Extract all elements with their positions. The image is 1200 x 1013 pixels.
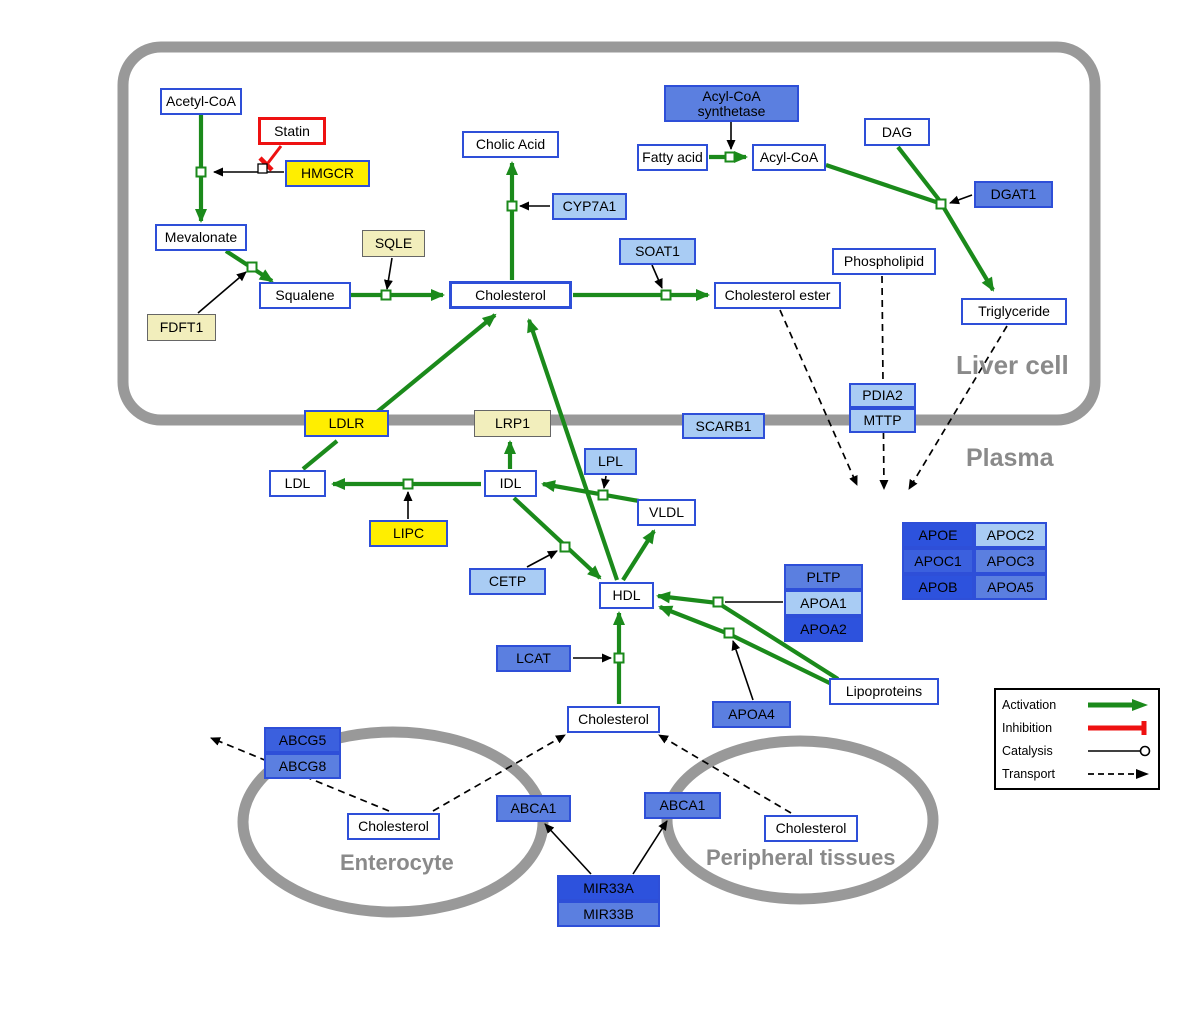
node-apoa2[interactable]: APOA2	[784, 616, 863, 642]
legend-transport-label: Transport	[1002, 766, 1056, 781]
node-cholic-acid[interactable]: Cholic Acid	[462, 131, 559, 158]
legend-row-inhibition: Inhibition	[1002, 716, 1152, 739]
node-cholesterol-plasma[interactable]: Cholesterol	[567, 706, 660, 733]
enterocyte-membrane	[237, 726, 549, 918]
plasma-label: Plasma	[966, 444, 1054, 472]
catalysis-circle-icon	[1088, 745, 1151, 756]
node-pltp[interactable]: PLTP	[784, 564, 863, 590]
node-apoc1[interactable]: APOC1	[902, 548, 974, 574]
node-cholesterol-enterocyte[interactable]: Cholesterol	[347, 813, 440, 840]
node-abca1-peripheral[interactable]: ABCA1	[644, 792, 721, 819]
node-apoa5[interactable]: APOA5	[974, 574, 1047, 600]
node-squalene[interactable]: Squalene	[259, 282, 351, 309]
node-apoe[interactable]: APOE	[902, 522, 974, 548]
node-ldl[interactable]: LDL	[269, 470, 326, 497]
node-abca1-enterocyte[interactable]: ABCA1	[496, 795, 571, 822]
node-apoc2[interactable]: APOC2	[974, 522, 1047, 548]
node-sqle[interactable]: SQLE	[362, 230, 425, 257]
node-cholesterol-peripheral[interactable]: Cholesterol	[764, 815, 858, 842]
peripheral-tissues-label: Peripheral tissues	[706, 845, 896, 870]
node-lipc[interactable]: LIPC	[369, 520, 448, 547]
node-lrp1[interactable]: LRP1	[474, 410, 551, 437]
liver-cell-membrane	[117, 41, 1101, 426]
node-apoa4[interactable]: APOA4	[712, 701, 791, 728]
legend-catalysis-label: Catalysis	[1002, 743, 1053, 758]
node-cyp7a1[interactable]: CYP7A1	[552, 193, 627, 220]
node-fatty-acid[interactable]: Fatty acid	[637, 144, 708, 171]
transport-arrow-icon	[1088, 768, 1149, 779]
node-abcg8[interactable]: ABCG8	[264, 753, 341, 779]
node-scarb1[interactable]: SCARB1	[682, 413, 765, 439]
node-cholesterol-liver[interactable]: Cholesterol	[449, 281, 572, 309]
node-ldlr[interactable]: LDLR	[304, 410, 389, 437]
node-abcg5[interactable]: ABCG5	[264, 727, 341, 753]
node-acyl-coa-synthetase[interactable]: Acyl-CoA synthetase	[664, 85, 799, 122]
node-soat1[interactable]: SOAT1	[619, 238, 696, 265]
node-mir33a[interactable]: MIR33A	[557, 875, 660, 901]
node-pdia2[interactable]: PDIA2	[849, 383, 916, 408]
legend-row-activation: Activation	[1002, 693, 1152, 716]
node-idl[interactable]: IDL	[484, 470, 537, 497]
node-phospholipid[interactable]: Phospholipid	[832, 248, 936, 275]
node-hmgcr[interactable]: HMGCR	[285, 160, 370, 187]
node-fdft1[interactable]: FDFT1	[147, 314, 216, 341]
legend-activation-label: Activation	[1002, 697, 1057, 712]
node-apoc3[interactable]: APOC3	[974, 548, 1047, 574]
node-dgat1[interactable]: DGAT1	[974, 181, 1053, 208]
node-cholesterol-ester[interactable]: Cholesterol ester	[714, 282, 841, 309]
enterocyte-label: Enterocyte	[340, 850, 454, 875]
node-lipoproteins[interactable]: Lipoproteins	[829, 678, 939, 705]
node-apob[interactable]: APOB	[902, 574, 974, 600]
node-apoa1[interactable]: APOA1	[784, 590, 863, 616]
inhibition-target-node	[257, 163, 268, 174]
node-mir33b[interactable]: MIR33B	[557, 901, 660, 927]
activation-arrow-icon	[1088, 698, 1148, 711]
legend: Activation Inhibition Catalysis Transpor…	[994, 688, 1160, 790]
reaction-nodes	[195, 151, 947, 664]
node-statin[interactable]: Statin	[258, 117, 326, 145]
membranes	[117, 41, 1101, 918]
node-triglyceride[interactable]: Triglyceride	[961, 298, 1067, 325]
legend-inhibition-label: Inhibition	[1002, 720, 1053, 735]
liver-cell-label: Liver cell	[956, 350, 1069, 380]
legend-row-transport: Transport	[1002, 762, 1152, 785]
node-acetyl-coa[interactable]: Acetyl-CoA	[160, 88, 242, 115]
node-mttp[interactable]: MTTP	[849, 408, 916, 433]
inhibition-tbar-icon	[1088, 720, 1147, 735]
legend-row-catalysis: Catalysis	[1002, 739, 1152, 762]
node-dag[interactable]: DAG	[864, 118, 930, 146]
node-cetp[interactable]: CETP	[469, 568, 546, 595]
node-vldl[interactable]: VLDL	[637, 499, 696, 526]
catalysis-edges	[197, 122, 973, 875]
peripheral-tissues-membrane	[661, 735, 939, 905]
node-hdl[interactable]: HDL	[599, 582, 654, 609]
node-lpl[interactable]: LPL	[584, 448, 637, 475]
node-lcat[interactable]: LCAT	[496, 645, 571, 672]
node-mevalonate[interactable]: Mevalonate	[155, 224, 247, 251]
node-acyl-coa[interactable]: Acyl-CoA	[752, 144, 826, 171]
